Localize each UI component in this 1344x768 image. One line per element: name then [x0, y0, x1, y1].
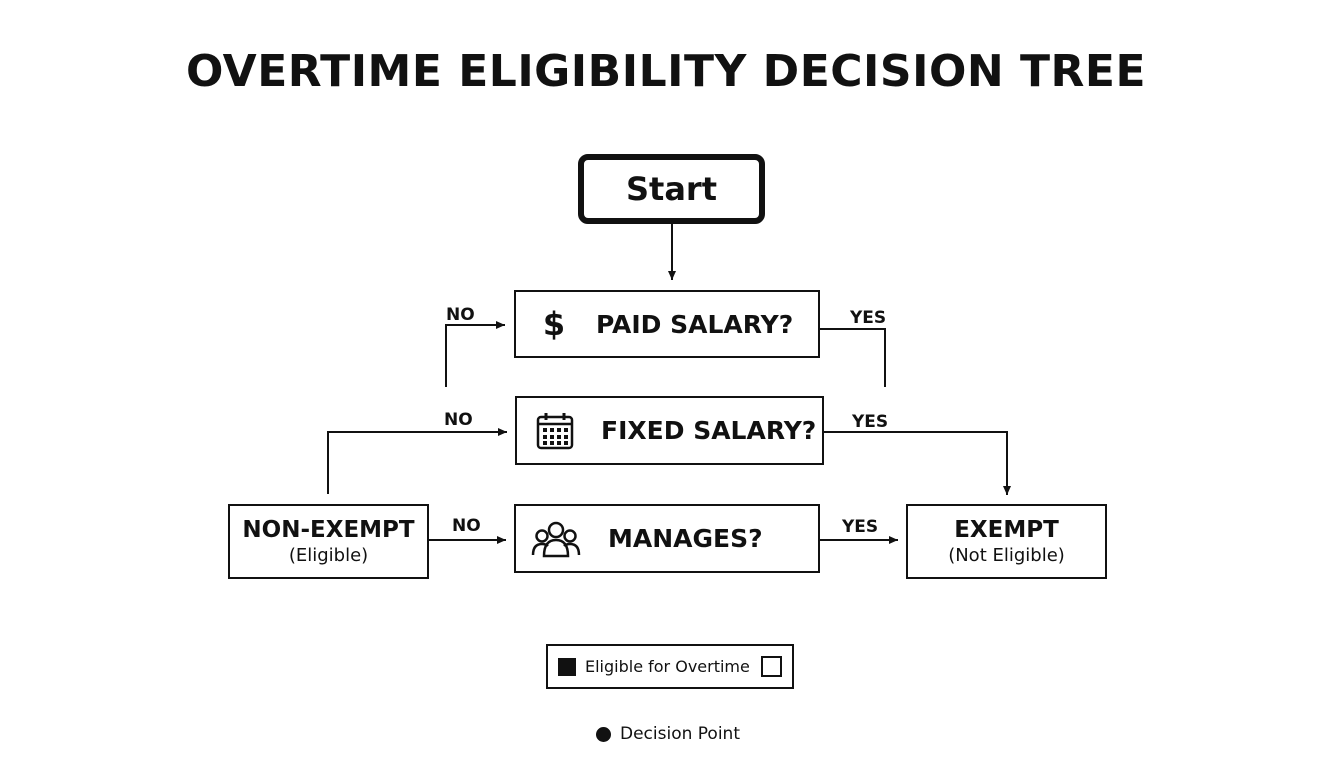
- edge-label-no-fixed: NO: [444, 410, 473, 430]
- exempt-sublabel: (Not Eligible): [948, 544, 1065, 566]
- diagram-title: OVERTIME ELIGIBILITY DECISION TREE: [185, 46, 1147, 97]
- non-exempt-label: NON-EXEMPT: [242, 516, 415, 543]
- edge-no-to-paid-salary: [445, 321, 505, 387]
- legend-decision-label: Decision Point: [620, 724, 740, 744]
- manages-label: MANAGES?: [608, 524, 763, 553]
- legend-decision-point: Decision Point: [596, 724, 740, 744]
- edge-label-no-paid: NO: [446, 305, 475, 325]
- manages-node: MANAGES?: [514, 504, 820, 573]
- dollar-icon: $: [542, 305, 566, 343]
- legend-empty-swatch: [761, 656, 782, 677]
- people-group-icon: [516, 506, 596, 571]
- paid-salary-label: PAID SALARY?: [596, 309, 794, 339]
- decision-point-dot-icon: [596, 726, 611, 742]
- edge-label-yes-manages: YES: [842, 517, 879, 537]
- edge-label-no-manages: NO: [452, 516, 481, 536]
- fixed-salary-node: FIXED SALARY?: [515, 396, 824, 465]
- non-exempt-sublabel: (Eligible): [288, 544, 369, 566]
- exempt-node: EXEMPT (Not Eligible): [906, 504, 1107, 579]
- edge-yes-from-paid-salary: [820, 328, 886, 387]
- legend: Eligible for Overtime: [546, 644, 794, 689]
- edge-label-yes-paid: YES: [850, 308, 887, 328]
- legend-eligible-label: Eligible for Overtime: [585, 657, 750, 676]
- legend-filled-swatch: [558, 657, 576, 676]
- edge-label-yes-fixed: YES: [852, 412, 889, 432]
- paid-salary-node: $ PAID SALARY?: [514, 290, 820, 358]
- calendar-icon: [517, 398, 593, 463]
- edge-yes-fixed-to-exempt: [824, 431, 1011, 495]
- exempt-label: EXEMPT: [954, 516, 1059, 543]
- fixed-salary-label: FIXED SALARY?: [601, 416, 817, 445]
- edge-no-to-fixed-salary: [327, 428, 507, 494]
- start-node: Start: [578, 154, 765, 224]
- start-node-label: Start: [625, 170, 717, 208]
- non-exempt-node: NON-EXEMPT (Eligible): [228, 504, 429, 579]
